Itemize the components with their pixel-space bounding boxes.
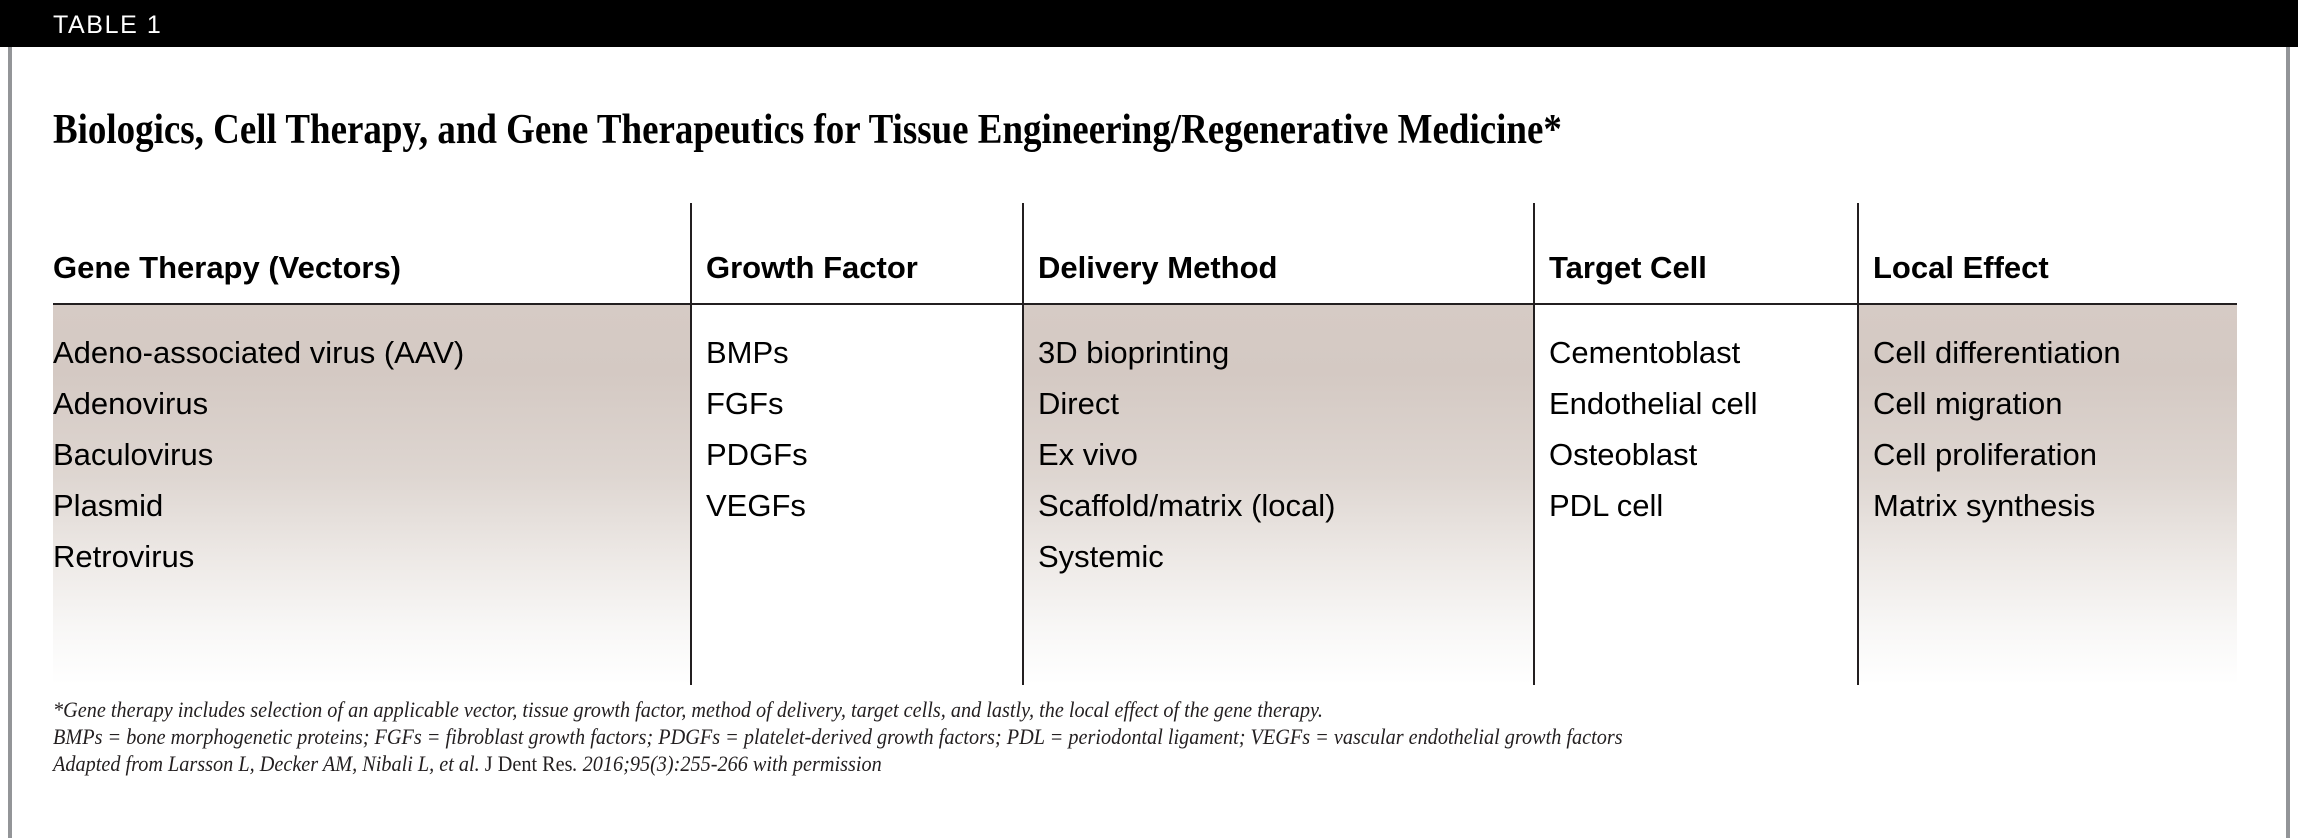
table-cell: Adenovirus <box>53 386 209 421</box>
body-column-local-effect: Cell differentiation Cell migration Cell… <box>1857 305 2237 685</box>
table-footnotes: *Gene therapy includes selection of an a… <box>53 696 2253 777</box>
column-divider <box>1022 203 1024 303</box>
column-header-label: Target Cell <box>1549 250 1707 285</box>
table-cell: Cell proliferation <box>1873 437 2097 472</box>
table-cell: Cell migration <box>1873 386 2063 421</box>
table-number-label: TABLE 1 <box>53 11 163 39</box>
column-divider <box>1857 203 1859 303</box>
header-cell-target-cell: Target Cell <box>1533 203 1857 303</box>
header-cell-local-effect: Local Effect <box>1857 203 2237 303</box>
body-column-delivery-method: 3D bioprinting Direct Ex vivo Scaffold/m… <box>1022 305 1533 685</box>
frame-rule-right <box>2286 47 2290 838</box>
source-journal: J Dent Res <box>484 751 573 776</box>
cell-list: Cementoblast Endothelial cell Osteoblast… <box>1533 327 1857 531</box>
table-cell: 3D bioprinting <box>1038 335 1230 370</box>
source-suffix: . 2016;95(3):255-266 with permission <box>572 751 882 776</box>
table-cell: FGFs <box>706 386 784 421</box>
body-column-growth-factor: BMPs FGFs PDGFs VEGFs <box>690 305 1022 685</box>
table-cell: Cementoblast <box>1549 335 1741 370</box>
column-header-label: Gene Therapy (Vectors) <box>53 250 402 285</box>
header-cell-delivery-method: Delivery Method <box>1022 203 1533 303</box>
table-cell: Direct <box>1038 386 1119 421</box>
column-header-label: Local Effect <box>1873 250 2049 285</box>
table-cell: Retrovirus <box>53 539 195 574</box>
column-divider <box>690 203 692 303</box>
table-cell: Ex vivo <box>1038 437 1138 472</box>
table-body: Adeno-associated virus (AAV) Adenovirus … <box>53 303 2237 685</box>
table-cell: Systemic <box>1038 539 1164 574</box>
table-grid: Gene Therapy (Vectors) Growth Factor Del… <box>53 203 2237 685</box>
table-cell: VEGFs <box>706 488 806 523</box>
table-cell: Scaffold/matrix (local) <box>1038 488 1336 523</box>
cell-list: Adeno-associated virus (AAV) Adenovirus … <box>53 327 690 582</box>
table-cell: Baculovirus <box>53 437 214 472</box>
table-eyebrow-bar: TABLE 1 <box>0 0 2298 47</box>
table-cell: Matrix synthesis <box>1873 488 2096 523</box>
cell-list: BMPs FGFs PDGFs VEGFs <box>690 327 1022 531</box>
table-header-row: Gene Therapy (Vectors) Growth Factor Del… <box>53 203 2237 303</box>
footnote-abbreviations: BMPs = bone morphogenetic proteins; FGFs… <box>53 724 1623 749</box>
column-divider <box>1022 305 1024 685</box>
column-header-label: Growth Factor <box>706 250 918 285</box>
table-cell: Adeno-associated virus (AAV) <box>53 335 465 370</box>
table-cell: BMPs <box>706 335 789 370</box>
cell-list: Cell differentiation Cell migration Cell… <box>1857 327 2237 531</box>
column-divider <box>1533 305 1535 685</box>
table-cell: Plasmid <box>53 488 164 523</box>
frame-rule-left <box>8 47 12 838</box>
column-divider <box>1533 203 1535 303</box>
header-cell-growth-factor: Growth Factor <box>690 203 1022 303</box>
body-column-target-cell: Cementoblast Endothelial cell Osteoblast… <box>1533 305 1857 685</box>
footnote-source: Adapted from Larsson L, Decker AM, Nibal… <box>53 750 2077 777</box>
body-column-gene-therapy: Adeno-associated virus (AAV) Adenovirus … <box>53 305 690 685</box>
table-cell: Cell differentiation <box>1873 335 2121 370</box>
column-header-label: Delivery Method <box>1038 250 1278 285</box>
column-divider <box>690 305 692 685</box>
table-cell: PDGFs <box>706 437 808 472</box>
column-divider <box>1857 305 1859 685</box>
source-prefix: Adapted from Larsson L, Decker AM, Nibal… <box>53 751 485 776</box>
header-cell-gene-therapy: Gene Therapy (Vectors) <box>53 203 690 303</box>
table-cell: Endothelial cell <box>1549 386 1758 421</box>
footnote-asterisk: *Gene therapy includes selection of an a… <box>53 697 1323 722</box>
cell-list: 3D bioprinting Direct Ex vivo Scaffold/m… <box>1022 327 1533 582</box>
table-title: Biologics, Cell Therapy, and Gene Therap… <box>53 107 1562 153</box>
table-cell: Osteoblast <box>1549 437 1698 472</box>
table-cell: PDL cell <box>1549 488 1664 523</box>
